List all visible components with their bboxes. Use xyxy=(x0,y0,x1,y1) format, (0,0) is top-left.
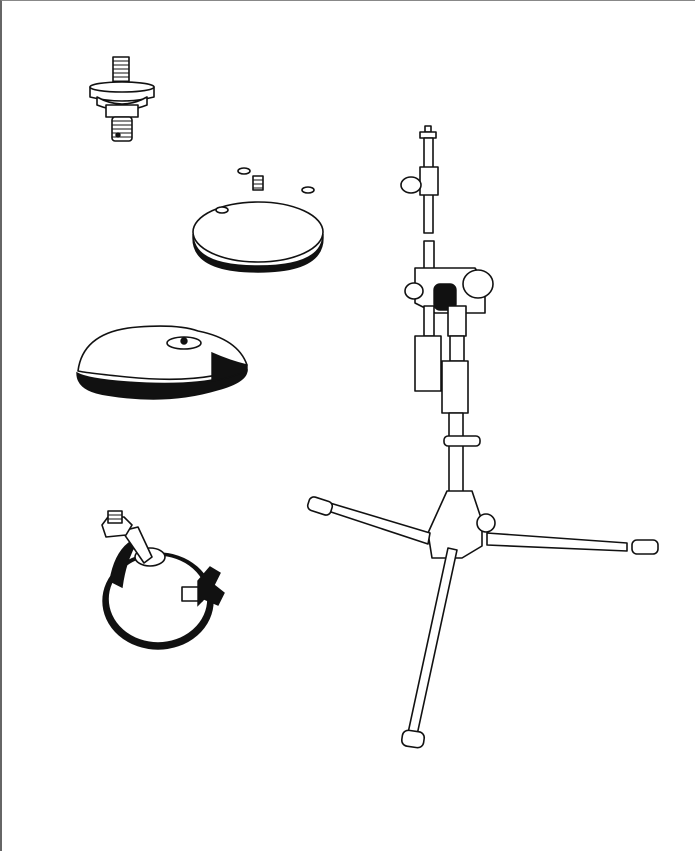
flat-base-plate xyxy=(192,167,324,273)
dome-base xyxy=(76,325,248,400)
threaded-adapter xyxy=(89,56,155,142)
ball-clamp xyxy=(101,510,225,650)
tripod-mic-stand xyxy=(306,125,659,749)
